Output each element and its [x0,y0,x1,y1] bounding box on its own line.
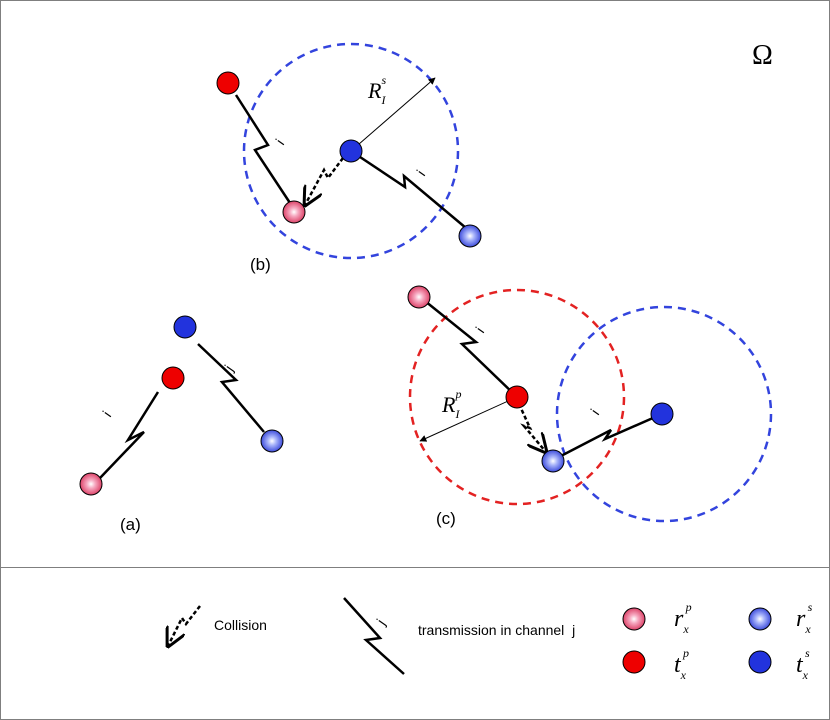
legend-secondary-receiver-label: rxs [796,600,813,636]
legend-secondary-receiver-icon [748,607,772,631]
primary-receiver-b [282,200,306,224]
legend-primary-receiver-icon [622,607,646,631]
secondary-transmitter-a [173,315,197,339]
radius-arrow-primary [419,396,518,442]
legend-primary-transmitter-label: txp [674,646,689,682]
primary-transmitter-c [505,385,529,409]
transmission-link-b-secondary [350,149,467,229]
legend-transmission-channel-label: j [373,616,388,629]
channel-label-c-primary: i [472,324,487,336]
interference-ring-primary-c [408,288,626,506]
secondary-receiver-c [541,449,565,473]
collision-icon [168,605,201,646]
transmission-link-c-primary [419,296,518,398]
legend-primary-receiver-label: rxp [674,600,692,636]
radius-label-secondary: RIs [367,73,386,107]
legend-secondary-transmitter-label: txs [796,646,810,682]
collision-link-c [517,403,546,452]
channel-label-c-secondary: i [587,406,602,418]
omega-label: Ω [752,40,773,71]
channel-label-a-primary: i [99,408,114,420]
channel-label-b-primary: i [272,136,287,148]
interference-ring-secondary-c [555,305,773,523]
primary-receiver-a [79,472,103,496]
legend-transmission-label: transmission in channel j [418,622,575,638]
transmission-link-a-primary [99,391,160,479]
channel-label-b-secondary: i [413,167,428,179]
secondary-receiver-b [458,224,482,248]
secondary-transmitter-b [339,139,363,163]
panel-label-b: (b) [250,255,271,274]
transmission-link-b-primary [234,94,294,207]
transmission-icon [343,597,405,675]
secondary-receiver-a [260,429,284,453]
panel-label-c: (c) [436,509,456,528]
legend-primary-transmitter-icon [622,650,646,674]
legend-secondary-transmitter-icon [748,650,772,674]
legend-collision-label: Collision [214,617,267,633]
interference-ring-secondary-b [242,42,460,260]
diagram-frame [0,0,830,568]
transmission-link-a-secondary [197,343,265,433]
primary-transmitter-a [161,366,185,390]
transmission-link-c-secondary [556,412,663,460]
radius-label-primary: RIp [441,387,461,421]
legend-frame [0,567,830,720]
radius-arrow-secondary [350,77,436,152]
collision-link-b [305,157,344,205]
primary-receiver-c [407,285,431,309]
primary-transmitter-b [216,71,240,95]
panel-label-a: (a) [120,515,141,534]
secondary-transmitter-c [650,402,674,426]
